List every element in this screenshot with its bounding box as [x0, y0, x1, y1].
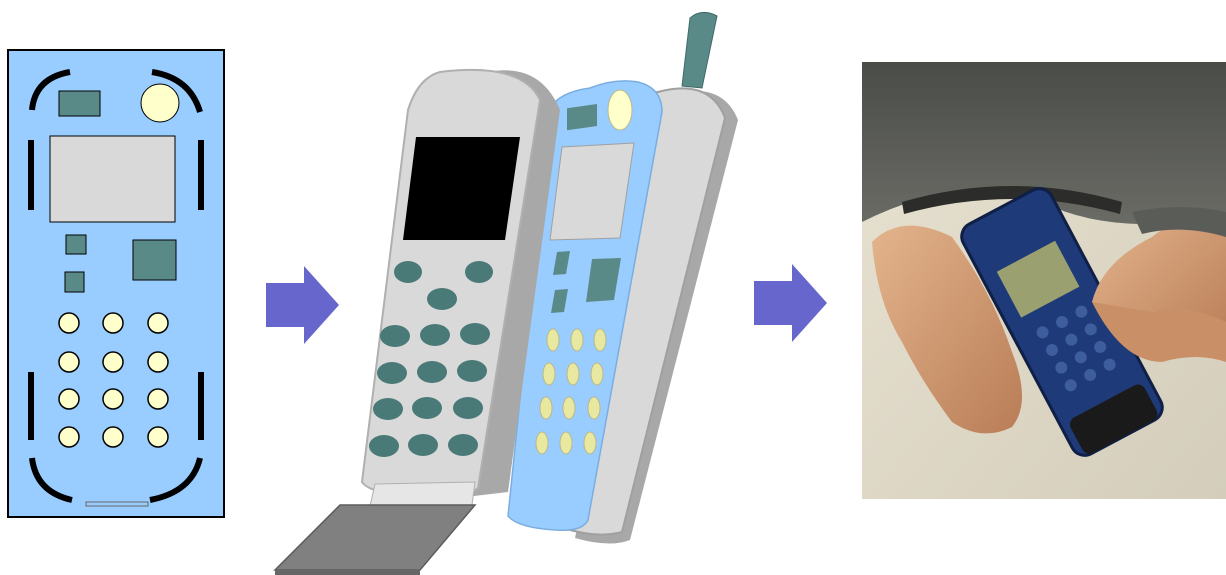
arrow-right-icon [750, 262, 830, 344]
contact-pad [59, 313, 79, 333]
board-chip [567, 104, 597, 130]
flip-cover [275, 505, 475, 575]
contact-pad [103, 352, 123, 372]
chip-component-top [59, 91, 100, 116]
contact-pad [103, 389, 123, 409]
contact-pad [103, 313, 123, 333]
board-display [550, 143, 634, 240]
board-speaker [608, 90, 632, 130]
pcb-layout-drawing [0, 0, 240, 575]
contact-pad [148, 427, 168, 447]
hinge [370, 482, 475, 506]
contact-pad [148, 352, 168, 372]
antenna [682, 12, 717, 88]
bottom-connector [86, 502, 148, 506]
front-screen [403, 137, 520, 240]
contact-pad [59, 427, 79, 447]
contact-pad [148, 313, 168, 333]
finished-product-photo [862, 62, 1226, 499]
chip-component-small-2 [65, 272, 84, 292]
chip-component-small-1 [66, 235, 86, 254]
product-photo-illustration [862, 62, 1226, 499]
contact-pad [59, 389, 79, 409]
display-module [50, 136, 175, 222]
chip-component-large [133, 240, 176, 280]
exploded-assembly-drawing [270, 0, 750, 575]
exploded-assembly-panel [270, 0, 750, 575]
contact-pad [59, 352, 79, 372]
speaker-component [141, 84, 179, 122]
contact-pad [103, 427, 123, 447]
pcb-layout-panel [0, 0, 240, 575]
contact-pad [148, 389, 168, 409]
